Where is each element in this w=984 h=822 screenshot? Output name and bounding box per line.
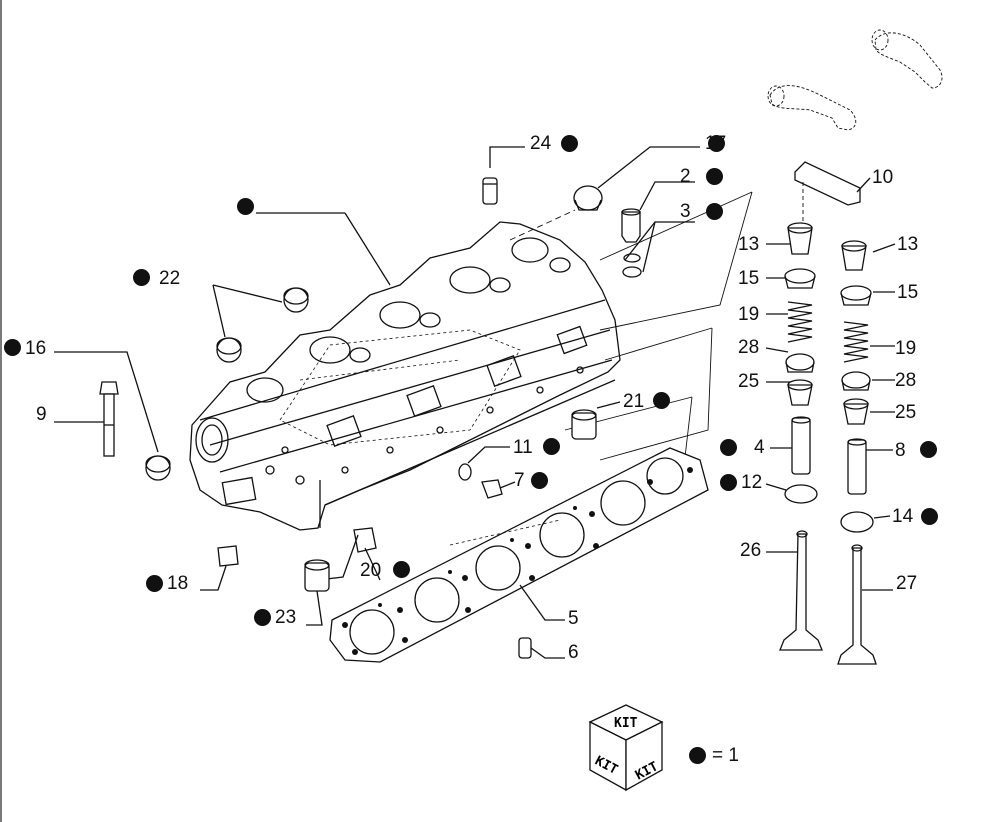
- callout-dot-4: [720, 439, 737, 456]
- bushing-17-drawing: [573, 185, 603, 211]
- callout-dot-23: [254, 609, 271, 626]
- plug-16-drawing: [145, 455, 171, 481]
- callout-dot-22: [133, 269, 150, 286]
- callout-2: 2: [680, 166, 691, 187]
- kit-cube-icon: [588, 704, 664, 792]
- callout-dot-16: [4, 339, 21, 356]
- callout-15-right: 15: [897, 282, 919, 303]
- kit-legend-equals: = 1: [712, 745, 739, 766]
- callout-12: 12: [741, 472, 763, 493]
- callout-14: 14: [892, 506, 914, 527]
- callout-28-left: 28: [738, 337, 760, 358]
- callout-5: 5: [568, 608, 579, 629]
- callout-dot-11: [543, 438, 560, 455]
- callout-dot-12: [720, 474, 737, 491]
- callout-6: 6: [568, 642, 579, 663]
- callout-dot-17: [708, 135, 725, 152]
- plug-7-drawing: [481, 479, 503, 499]
- valve-column-right-drawing: [837, 240, 877, 665]
- callout-4: 4: [754, 437, 765, 458]
- plug-20-drawing: [353, 527, 377, 553]
- callout-7: 7: [514, 470, 525, 491]
- callout-9: 9: [36, 404, 47, 425]
- dowel-24-drawing: [482, 177, 498, 205]
- callout-13-right: 13: [897, 234, 919, 255]
- callout-26: 26: [740, 540, 762, 561]
- bushing-23-drawing: [304, 559, 330, 592]
- callout-dot-20: [393, 561, 410, 578]
- dowel-6-drawing: [518, 637, 532, 659]
- callout-dot-14: [921, 508, 938, 525]
- callout-dot-18: [146, 575, 163, 592]
- plug-22b-drawing: [216, 337, 242, 363]
- valve-bridge-10-drawing: [794, 161, 861, 206]
- plug-18-drawing: [217, 545, 239, 567]
- bolt-9-drawing: [99, 381, 119, 457]
- callout-19-left: 19: [738, 304, 760, 325]
- callout-11: 11: [513, 437, 533, 458]
- kit-top-text: KIT: [614, 716, 638, 731]
- callout-10: 10: [872, 167, 894, 188]
- head-gasket-drawing: [329, 447, 709, 663]
- callout-dot-7: [531, 472, 548, 489]
- callout-dot-cylinder-head: [237, 198, 254, 215]
- callout-dot-8: [920, 441, 937, 458]
- callout-24: 24: [530, 133, 552, 154]
- o-ring-3b-drawing: [622, 266, 642, 278]
- bushing-21-drawing: [571, 409, 597, 440]
- callout-20: 20: [360, 560, 382, 581]
- callout-dot-3: [706, 203, 723, 220]
- ring-11-drawing: [458, 463, 472, 481]
- callout-19-right: 19: [895, 338, 917, 359]
- callout-23: 23: [275, 607, 297, 628]
- callout-25-right: 25: [895, 402, 917, 423]
- callout-22: 22: [159, 268, 181, 289]
- callout-8: 8: [895, 440, 906, 461]
- callout-27: 27: [896, 573, 918, 594]
- callout-21: 21: [623, 391, 645, 412]
- callout-18: 18: [167, 573, 189, 594]
- rocker-arms-dashed-drawing: [767, 29, 943, 131]
- callout-28-right: 28: [895, 370, 917, 391]
- callout-dot-24: [561, 135, 578, 152]
- cylinder-head-drawing: [189, 221, 621, 531]
- callout-16: 16: [25, 338, 47, 359]
- callout-25-left: 25: [738, 371, 760, 392]
- callout-15-left: 15: [738, 268, 760, 289]
- callout-dot-2: [706, 168, 723, 185]
- callout-13-left: 13: [738, 234, 760, 255]
- sleeve-2-drawing: [621, 208, 641, 243]
- valve-column-left-drawing: [779, 222, 823, 651]
- callout-3: 3: [680, 201, 691, 222]
- kit-legend-dot: [689, 747, 706, 764]
- plug-22a-drawing: [283, 287, 309, 313]
- callout-dot-21: [653, 392, 670, 409]
- o-ring-3a-drawing: [623, 253, 641, 263]
